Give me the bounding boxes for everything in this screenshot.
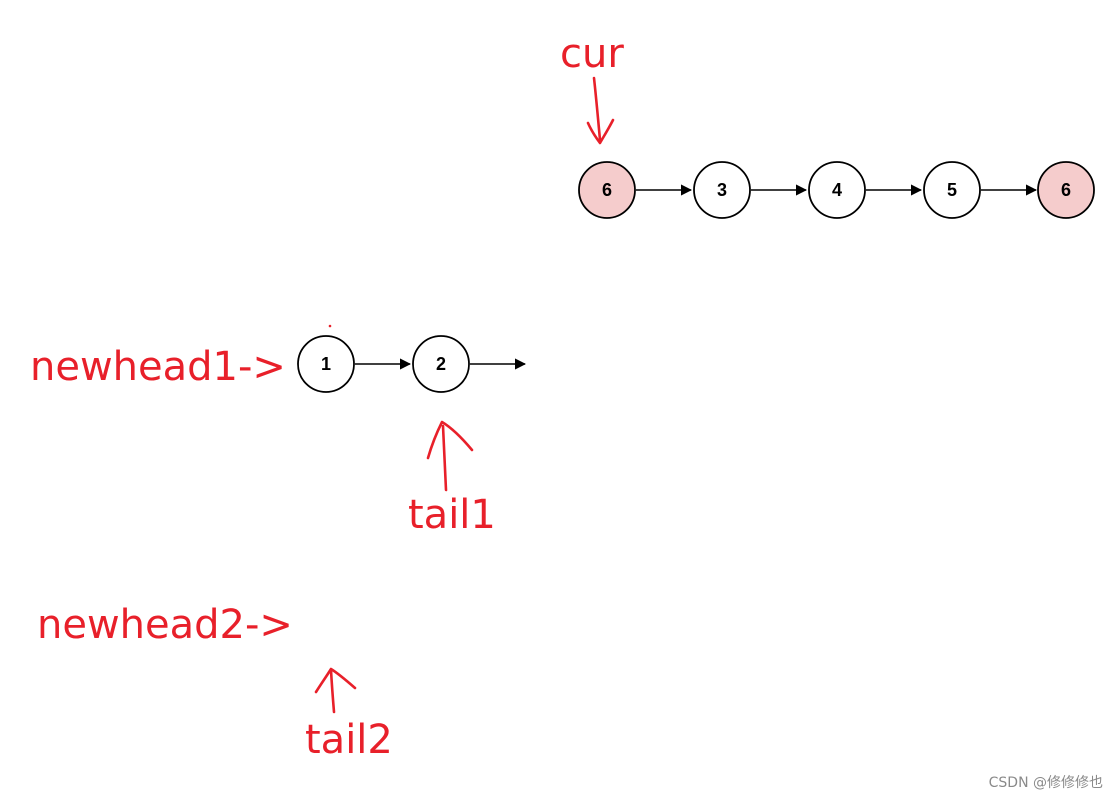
node-circle xyxy=(412,335,470,393)
node-value: 2 xyxy=(436,354,446,374)
node-circle xyxy=(578,161,636,219)
list-node: 2 xyxy=(412,335,470,393)
list-node: 4 xyxy=(808,161,866,219)
node-circle xyxy=(808,161,866,219)
watermark: CSDN @修修修也 xyxy=(988,775,1103,791)
node-value: 5 xyxy=(947,180,957,200)
tail1-pointer-arrow xyxy=(426,420,474,492)
list-node: 5 xyxy=(923,161,981,219)
node-value: 6 xyxy=(1061,180,1071,200)
node-value: 4 xyxy=(832,180,842,200)
node-circle xyxy=(693,161,751,219)
list-node: 3 xyxy=(693,161,751,219)
list-node: 6 xyxy=(578,161,636,219)
cur-pointer-arrow xyxy=(586,76,615,145)
newhead1-label: newhead1-> xyxy=(30,344,286,390)
node-value: 6 xyxy=(602,180,612,200)
node-circle xyxy=(297,335,355,393)
node-circle xyxy=(923,161,981,219)
cur-label: cur xyxy=(560,31,624,77)
tail2-label: tail2 xyxy=(305,717,393,763)
list-node: 1 xyxy=(297,335,355,393)
node-value: 1 xyxy=(321,354,331,374)
tail2-pointer-arrow xyxy=(314,667,357,714)
newhead2-label: newhead2-> xyxy=(37,602,293,648)
node-value: 3 xyxy=(717,180,727,200)
stray-dot xyxy=(328,324,332,328)
top-list: 6 3 4 5 6 xyxy=(578,161,1095,219)
list1: 1 2 xyxy=(297,324,547,393)
tail1-label: tail1 xyxy=(408,492,496,538)
crop-mask xyxy=(527,350,547,380)
node-circle xyxy=(1037,161,1095,219)
list-node: 6 xyxy=(1037,161,1095,219)
